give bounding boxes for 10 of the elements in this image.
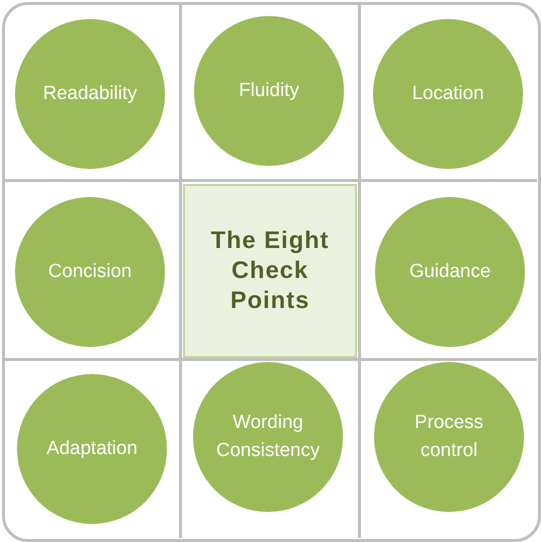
- topic-label: Process control: [414, 411, 484, 463]
- topic-label: Adaptation: [46, 437, 138, 461]
- title-box: [183, 184, 357, 358]
- topic-label: Concision: [48, 260, 132, 284]
- topic-label: Wording Consistency: [215, 411, 321, 463]
- topic-label: Guidance: [409, 260, 491, 284]
- title-text: The Eight Check Points: [210, 226, 330, 316]
- topic-label: Readability: [43, 82, 137, 106]
- topic-label: Location: [412, 82, 484, 106]
- topic-label: Fluidity: [238, 79, 300, 103]
